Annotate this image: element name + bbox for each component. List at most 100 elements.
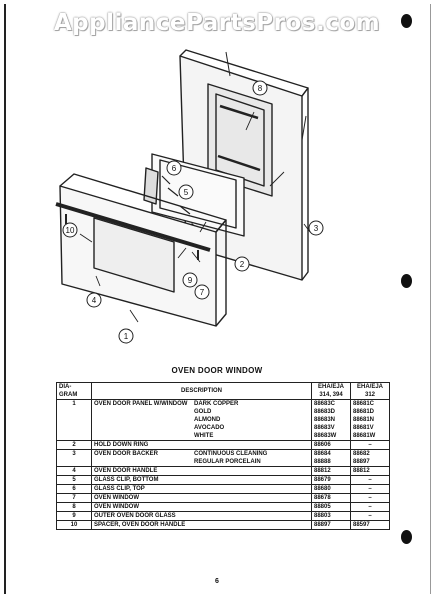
row-col-a: 88606	[311, 440, 351, 450]
variant: REGULAR PORCELAIN	[194, 459, 261, 465]
part-number: 88897	[353, 459, 370, 465]
row-description: OVEN WINDOW	[91, 502, 312, 512]
variant: WHITE	[194, 433, 214, 439]
door-handle-part	[55, 202, 211, 252]
part-number: 88681V	[353, 425, 374, 431]
svg-text:3: 3	[314, 224, 319, 233]
row-num: 6	[56, 484, 92, 494]
row-description: SPACER, OVEN DOOR HANDLE	[91, 520, 312, 530]
callout-1: 1	[118, 328, 134, 344]
svg-text:10: 10	[66, 226, 75, 235]
row-col-b: –	[350, 484, 390, 494]
part-number: 88681C	[353, 401, 375, 407]
row-col-a: 88683C 88683D 88683N 88683V 88683W	[311, 399, 351, 441]
header-description: DESCRIPTION	[91, 382, 312, 400]
row-col-a: 88812	[311, 466, 351, 476]
row-num: 2	[56, 440, 92, 450]
variant: CONTINUOUS CLEANING	[194, 451, 268, 457]
parts-table: DIA- GRAM DESCRIPTION EHA/EJA 314, 394 E…	[56, 382, 390, 530]
table-row: 3 OVEN DOOR BACKER CONTINUOUS CLEANING R…	[56, 449, 390, 467]
variant: DARK COPPER	[194, 401, 239, 407]
svg-text:5: 5	[184, 188, 189, 197]
header-col-b: EHA/EJA 312	[350, 382, 390, 400]
page-number: 6	[215, 578, 219, 585]
row-num: 3	[56, 449, 92, 467]
row-description: OVEN WINDOW	[91, 493, 312, 503]
watermark: AppliancePartsPros.com	[53, 10, 381, 36]
row-col-a: 88678	[311, 493, 351, 503]
row-description: HOLD DOWN RING	[91, 440, 312, 450]
row-description: OVEN DOOR PANEL W/WINDOW DARK COPPER GOL…	[91, 399, 312, 441]
part-number: 88684	[314, 451, 331, 457]
part-number: 88683N	[314, 417, 336, 423]
callout-9: 9	[182, 272, 198, 288]
svg-text:1: 1	[124, 332, 129, 341]
table-row: 2 HOLD DOWN RING 88606 –	[56, 440, 390, 450]
table-row: 5 GLASS CLIP, BOTTOM 88679 –	[56, 475, 390, 485]
row-description: GLASS CLIP, BOTTOM	[91, 475, 312, 485]
row-description: GLASS CLIP, TOP	[91, 484, 312, 494]
part-number: 88888	[314, 459, 331, 465]
callout-6: 6	[166, 160, 182, 176]
row-col-b: –	[350, 440, 390, 450]
part-number: 88682	[353, 451, 370, 457]
binder-hole-icon	[401, 274, 412, 288]
row-col-a: 88679	[311, 475, 351, 485]
svg-text:6: 6	[172, 164, 177, 173]
glass-clip-part	[143, 167, 159, 205]
row-description: OVEN DOOR HANDLE	[91, 466, 312, 476]
table-row: 10 SPACER, OVEN DOOR HANDLE 88897 88597	[56, 520, 390, 530]
row-num: 7	[56, 493, 92, 503]
row-col-b: 88597	[350, 520, 390, 530]
table-row: 1 OVEN DOOR PANEL W/WINDOW DARK COPPER G…	[56, 399, 390, 441]
callout-10: 10	[62, 222, 78, 238]
row-num: 9	[56, 511, 92, 521]
part-number: 88681N	[353, 417, 375, 423]
row-col-a: 88803	[311, 511, 351, 521]
row-num: 4	[56, 466, 92, 476]
svg-text:4: 4	[92, 296, 97, 305]
diagram-caption: OVEN DOOR WINDOW	[171, 366, 263, 375]
row-desc-text: OVEN DOOR BACKER	[94, 451, 159, 457]
table-row: 6 GLASS CLIP, TOP 88680 –	[56, 484, 390, 494]
variant: GOLD	[194, 409, 212, 415]
variant: AVOCADO	[194, 425, 225, 431]
callout-7: 7	[194, 284, 210, 300]
row-col-a: 88897	[311, 520, 351, 530]
header-diagram: DIA- GRAM	[56, 382, 92, 400]
row-col-b: 88681C 88681D 88681N 88681V 88681W	[350, 399, 390, 441]
row-col-b: –	[350, 493, 390, 503]
row-col-a: 88684 88888	[311, 449, 351, 467]
page-border	[4, 4, 431, 594]
table-row: 9 OUTER OVEN DOOR GLASS 88803 –	[56, 511, 390, 521]
row-description: OVEN DOOR BACKER CONTINUOUS CLEANING REG…	[91, 449, 312, 467]
table-row: 7 OVEN WINDOW 88678 –	[56, 493, 390, 503]
svg-text:9: 9	[188, 276, 193, 285]
svg-text:2: 2	[240, 260, 245, 269]
row-description: OUTER OVEN DOOR GLASS	[91, 511, 312, 521]
row-col-b: 88682 88897	[350, 449, 390, 467]
part-number: 88683W	[314, 433, 337, 439]
part-number: 88681D	[353, 409, 375, 415]
row-col-b: 88812	[350, 466, 390, 476]
binder-hole-icon	[401, 530, 412, 544]
row-col-a: 88680	[311, 484, 351, 494]
oven-door-exploded-diagram: 8 3 2 6 5 9 7 10 4 1	[55, 49, 324, 344]
part-number: 88683C	[314, 401, 336, 407]
row-col-b: –	[350, 511, 390, 521]
row-num: 10	[56, 520, 92, 530]
callout-4: 4	[86, 292, 102, 308]
callout-2: 2	[234, 256, 250, 272]
part-number: 88683D	[314, 409, 336, 415]
row-col-b: –	[350, 502, 390, 512]
part-number: 88683V	[314, 425, 335, 431]
svg-text:7: 7	[200, 288, 205, 297]
row-num: 1	[56, 399, 92, 441]
callout-8: 8	[252, 80, 268, 96]
header-col-a: EHA/EJA 314, 394	[311, 382, 351, 400]
callout-5: 5	[178, 184, 194, 200]
table-row: 4 OVEN DOOR HANDLE 88812 88812	[56, 466, 390, 476]
row-col-a: 88805	[311, 502, 351, 512]
svg-text:8: 8	[258, 84, 263, 93]
table-header-row: DIA- GRAM DESCRIPTION EHA/EJA 314, 394 E…	[56, 382, 390, 400]
